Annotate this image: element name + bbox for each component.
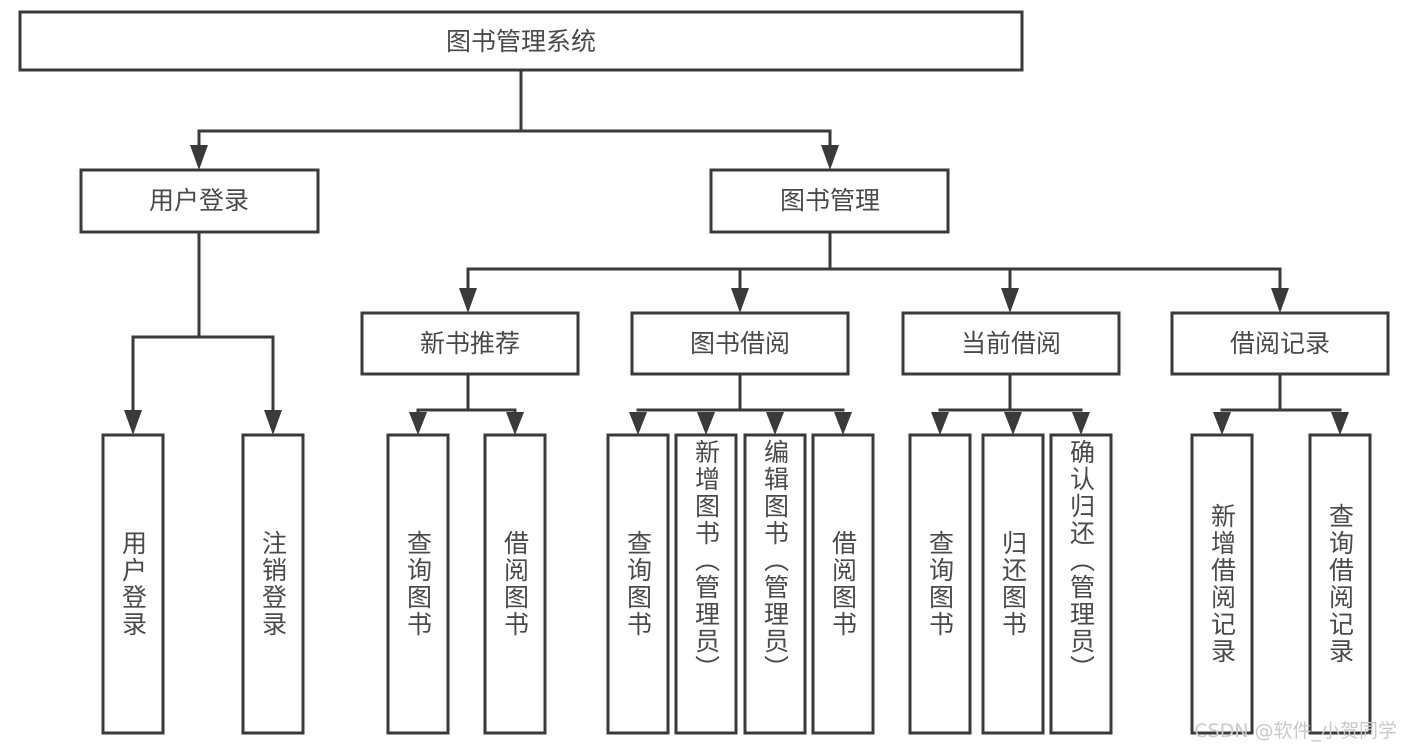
node-borrow-record-box[interactable] [1170, 311, 1390, 376]
leaf-box-edit-book[interactable] [743, 433, 807, 735]
connector-layer [124, 68, 1349, 435]
node-book-borrow[interactable]: 图书借阅 [630, 311, 850, 376]
arrow-head-new-book [459, 288, 477, 313]
leaf-box-add-record[interactable] [1190, 433, 1254, 735]
node-book-management[interactable]: 图书管理 [709, 168, 950, 234]
node-book-borrow-label: 图书借阅 [690, 329, 790, 358]
node-root-box[interactable] [18, 10, 1024, 72]
arrow-head-user-login [190, 145, 208, 170]
leaf-box-query-book-2[interactable] [606, 433, 670, 735]
node-current-borrow-box[interactable] [901, 311, 1121, 376]
leaf-box-layer [101, 433, 1372, 735]
leaf-box-query-record[interactable] [1308, 433, 1372, 735]
arrow-head-leaf-return-book [1004, 412, 1022, 435]
leaf-box-borrow-book-2[interactable] [811, 433, 875, 735]
arrow-head-leaf-borrow-book-2 [834, 412, 852, 435]
arrow-head-borrow-record [1271, 288, 1289, 313]
arrow-head-leaf-query-record [1331, 412, 1349, 435]
node-new-book-recommend-box[interactable] [360, 311, 580, 376]
node-current-borrow[interactable]: 当前借阅 [901, 311, 1121, 376]
arrow-head-book-borrow [731, 288, 749, 313]
arrow-head-book-mgmt [821, 145, 839, 170]
leaf-box-add-book[interactable] [674, 433, 738, 735]
node-book-management-box[interactable] [709, 168, 950, 234]
arrow-head-leaf-query-book-2 [629, 412, 647, 435]
arrow-head-leaf-user-login [124, 410, 142, 435]
arrow-head-leaf-logout [264, 410, 282, 435]
leaf-box-logout[interactable] [241, 433, 305, 735]
node-current-borrow-label: 当前借阅 [961, 329, 1061, 358]
leaf-box-query-book-1[interactable] [386, 433, 450, 735]
node-user-login-box[interactable] [79, 168, 320, 234]
arrow-head-leaf-add-book [697, 412, 715, 435]
arrow-head-leaf-query-book-1 [409, 412, 427, 435]
leaf-box-return-book[interactable] [981, 433, 1045, 735]
leaf-box-confirm-return[interactable] [1049, 433, 1113, 735]
node-book-borrow-box[interactable] [630, 311, 850, 376]
arrow-head-leaf-confirm-return [1072, 412, 1090, 435]
node-user-login[interactable]: 用户登录 [79, 168, 320, 234]
arrow-head-leaf-edit-book [766, 412, 784, 435]
node-borrow-record-label: 借阅记录 [1230, 329, 1330, 358]
node-new-book-recommend-label: 新书推荐 [420, 329, 520, 358]
leaf-box-query-book-3[interactable] [908, 433, 972, 735]
node-book-management-label: 图书管理 [780, 186, 880, 215]
arrow-head-current-borrow [1001, 288, 1019, 313]
node-user-login-label: 用户登录 [149, 186, 249, 215]
node-borrow-record[interactable]: 借阅记录 [1170, 311, 1390, 376]
leaf-box-user-login[interactable] [101, 433, 165, 735]
node-root-label: 图书管理系统 [446, 27, 596, 56]
node-root[interactable]: 图书管理系统 [18, 10, 1024, 72]
arrow-head-leaf-add-record [1213, 412, 1231, 435]
leaf-box-borrow-book-1[interactable] [483, 433, 547, 735]
node-new-book-recommend[interactable]: 新书推荐 [360, 311, 580, 376]
arrow-head-leaf-query-book-3 [931, 412, 949, 435]
arrow-head-leaf-borrow-book-1 [506, 412, 524, 435]
